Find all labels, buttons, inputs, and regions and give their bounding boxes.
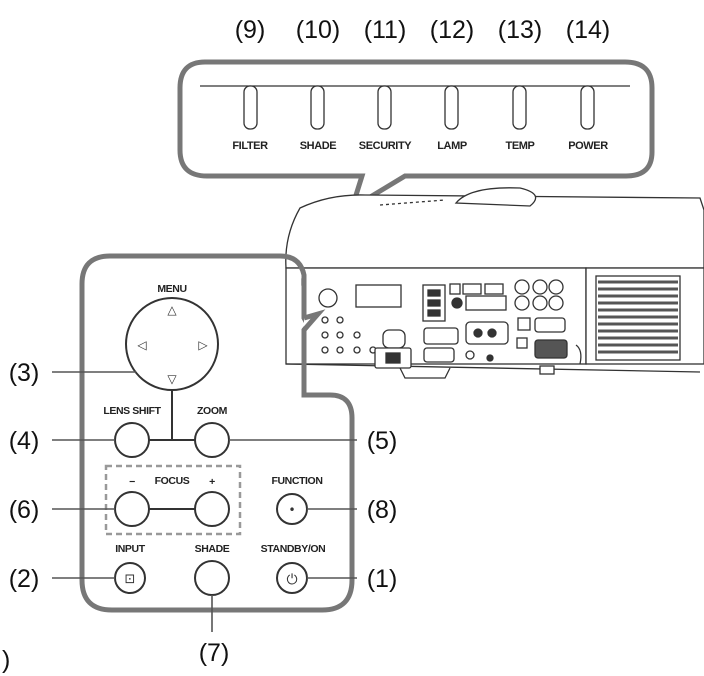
ir-receiver [382, 329, 406, 349]
arrow-down-icon[interactable]: ▽ [167, 372, 177, 386]
callout-8: (8) [367, 496, 398, 524]
monitor-out [534, 339, 568, 359]
foot-right [539, 365, 555, 375]
indicator-filter: (9) FILTER [232, 16, 268, 152]
dvi-port [465, 321, 509, 345]
indicator-panel: (9) FILTER (10) SHADE (11) SECURITY (12)… [177, 16, 655, 214]
standby-button[interactable]: STANDBY/ON ⏻ [261, 543, 326, 594]
vga-port-2 [423, 347, 455, 363]
focus-group: − FOCUS + [114, 475, 230, 527]
keypad-holes [321, 316, 377, 354]
input-label: INPUT [115, 543, 145, 555]
lamp-led [444, 85, 459, 130]
input-icon: ⊡ [125, 572, 136, 587]
control-port [465, 295, 507, 311]
callout-1: (1) [367, 565, 398, 593]
control-callout-bubble [79, 253, 355, 613]
projector-top [285, 194, 704, 269]
filter-led [243, 85, 258, 130]
port-small [449, 283, 461, 295]
control-callout-pointer [302, 309, 326, 332]
zoom-circle[interactable] [194, 422, 230, 458]
indicator-shade: (10) SHADE [296, 16, 340, 152]
focus-plus-button[interactable] [194, 491, 230, 527]
lens-shift-button[interactable]: LENS SHIFT [103, 405, 162, 458]
function-button[interactable]: FUNCTION • [271, 475, 323, 525]
foot-front [399, 367, 451, 379]
lens-shift-circle[interactable] [114, 422, 150, 458]
input-button[interactable]: INPUT ⊡ [114, 543, 146, 594]
partial-callout: ) [2, 646, 10, 674]
indicator-callout-bubble [177, 59, 655, 214]
indicator-label: TEMP [506, 140, 535, 152]
rca-jacks [514, 279, 564, 311]
security-led [377, 85, 392, 130]
menu-label: MENU [157, 283, 186, 295]
indicator-lamp: (12) LAMP [430, 16, 474, 152]
lens-shift-label: LENS SHIFT [103, 405, 161, 417]
indicator-label: SECURITY [359, 140, 412, 152]
indicator-label: LAMP [437, 140, 467, 152]
focus-minus-button[interactable] [114, 491, 150, 527]
function-dot-icon: • [288, 503, 295, 517]
function-label: FUNCTION [271, 475, 322, 487]
hdmi-port-1 [462, 283, 482, 295]
focus-minus-icon: − [129, 476, 135, 488]
indicator-security: (11) SECURITY [359, 16, 413, 152]
arrow-left-icon[interactable]: ◁ [136, 338, 146, 352]
cable-hook [575, 344, 582, 365]
standby-label: STANDBY/ON [261, 543, 326, 555]
power-icon: ⏻ [286, 572, 297, 588]
callout-3: (3) [9, 359, 40, 387]
hdmi-port-2 [484, 283, 504, 295]
focus-group-border [104, 464, 242, 536]
rs232-jack [517, 317, 531, 331]
speaker-hole [318, 288, 338, 308]
temp-led [512, 85, 527, 130]
callout-4: (4) [9, 427, 40, 455]
callout-2: (2) [9, 565, 40, 593]
audio-jack [451, 297, 463, 309]
control-panel: MENU △ ▽ ◁ ▷ LENS SHIFT ZOOM − FOCUS + [79, 253, 355, 613]
indicator-temp: (13) TEMP [498, 16, 542, 152]
zoom-label: ZOOM [197, 405, 228, 417]
indicator-label: FILTER [232, 140, 268, 152]
vent-slats [598, 280, 678, 354]
indicator-power: (14) POWER [566, 16, 610, 152]
shade-circle[interactable] [194, 560, 230, 596]
indicator-label: POWER [568, 140, 608, 152]
indicator-number: (12) [430, 16, 474, 44]
arrow-right-icon[interactable]: ▷ [198, 338, 208, 352]
indicator-number: (11) [364, 16, 407, 44]
projector-illustration [285, 187, 704, 379]
power-led [580, 85, 595, 130]
lan-window [355, 284, 402, 308]
indicator-number: (10) [296, 16, 340, 44]
shade-led [310, 85, 325, 130]
shade-label: SHADE [195, 543, 230, 555]
indicator-number: (14) [566, 16, 610, 44]
indicator-number: (13) [498, 16, 542, 44]
focus-plus-icon: + [209, 476, 215, 488]
lens-bump [454, 187, 537, 207]
arrow-up-icon[interactable]: △ [167, 303, 177, 317]
vent-top [379, 199, 446, 206]
menu-dpad[interactable]: MENU △ ▽ ◁ ▷ [125, 283, 219, 391]
callout-5: (5) [367, 427, 398, 455]
projector-bottom [285, 363, 701, 373]
power-inlet-core [385, 352, 401, 364]
shade-button[interactable]: SHADE [194, 543, 230, 596]
serial-port [534, 317, 566, 333]
callout-7: (7) [199, 639, 230, 667]
zoom-button[interactable]: ZOOM [194, 405, 230, 458]
indicator-label: SHADE [300, 140, 337, 152]
indicator-number: (9) [235, 16, 266, 44]
focus-label: FOCUS [155, 475, 190, 487]
leader-lines [52, 371, 357, 632]
vga-port-1 [423, 327, 459, 345]
callout-6: (6) [9, 496, 40, 524]
